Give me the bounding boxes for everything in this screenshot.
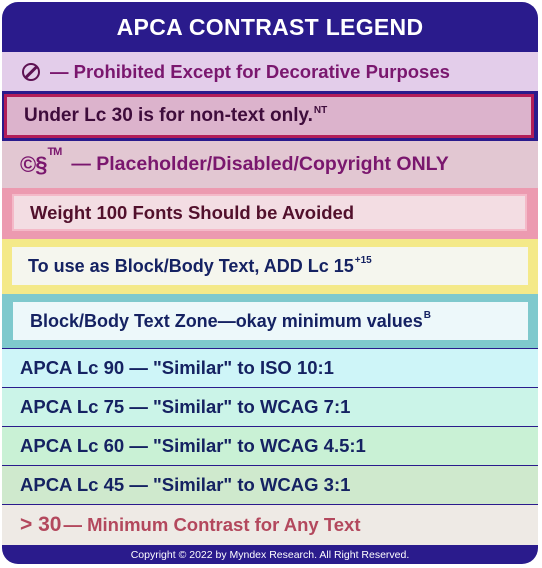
row-under-30-wrapper: Under Lc 30 is for non-text only.NT xyxy=(2,91,538,141)
row-minimum-30-prefix: > 30 xyxy=(20,513,62,536)
apca-contrast-legend: APCA CONTRAST LEGEND — Prohibited Except… xyxy=(2,2,538,564)
row-prohibited-text: — Prohibited Except for Decorative Purpo… xyxy=(50,60,450,82)
row-block-zone: Block/Body Text Zone—okay minimum values… xyxy=(2,294,538,348)
row-minimum-30-text: — Minimum Contrast for Any Text xyxy=(63,514,361,535)
symbols-text: ©§ xyxy=(20,151,47,177)
row-weight-100-box: Weight 100 Fonts Should be Avoided xyxy=(12,194,527,231)
row-placeholder-text: — Placeholder/Disabled/Copyright ONLY xyxy=(71,153,449,175)
row-minimum-30: > 30 — Minimum Contrast for Any Text xyxy=(2,505,538,545)
row-lc-90: APCA Lc 90 — "Similar" to ISO 10:1 xyxy=(2,349,538,387)
legend-title: APCA CONTRAST LEGEND xyxy=(116,13,424,40)
row-block-add-text: To use as Block/Body Text, ADD Lc 15 xyxy=(28,255,354,276)
row-block-zone-box: Block/Body Text Zone—okay minimum values… xyxy=(13,302,528,340)
trademark-sup: TM xyxy=(47,146,62,159)
row-block-add: To use as Block/Body Text, ADD Lc 15+15 xyxy=(2,239,538,294)
prohibited-icon xyxy=(22,62,40,81)
copyright-footer: Copyright © 2022 by Myndex Research. All… xyxy=(130,548,410,561)
copyright-symbols: ©§TM xyxy=(20,146,62,178)
row-weight-100-text: Weight 100 Fonts Should be Avoided xyxy=(30,201,355,223)
row-lc-45: APCA Lc 45 — "Similar" to WCAG 3:1 xyxy=(2,466,538,504)
row-lc-60: APCA Lc 60 — "Similar" to WCAG 4.5:1 xyxy=(2,427,538,465)
row-lc-75-text: APCA Lc 75 — "Similar" to WCAG 7:1 xyxy=(20,396,351,417)
row-block-zone-text: Block/Body Text Zone—okay minimum values xyxy=(30,310,423,331)
row-under-30: Under Lc 30 is for non-text only.NT xyxy=(4,94,534,138)
row-lc-45-text: APCA Lc 45 — "Similar" to WCAG 3:1 xyxy=(20,474,351,495)
row-prohibited: — Prohibited Except for Decorative Purpo… xyxy=(2,52,538,91)
row-block-add-box: To use as Block/Body Text, ADD Lc 15+15 xyxy=(12,247,528,285)
row-under-30-sup: NT xyxy=(313,104,328,116)
row-lc-90-text: APCA Lc 90 — "Similar" to ISO 10:1 xyxy=(20,357,334,378)
row-weight-100: Weight 100 Fonts Should be Avoided xyxy=(2,188,538,239)
row-lc-75: APCA Lc 75 — "Similar" to WCAG 7:1 xyxy=(2,388,538,426)
row-placeholder: ©§TM — Placeholder/Disabled/Copyright ON… xyxy=(2,141,538,188)
row-block-zone-sup: B xyxy=(423,309,431,321)
row-block-add-sup: +15 xyxy=(354,254,372,266)
row-under-30-text: Under Lc 30 is for non-text only. xyxy=(24,105,313,126)
row-lc-60-text: APCA Lc 60 — "Similar" to WCAG 4.5:1 xyxy=(20,435,366,456)
